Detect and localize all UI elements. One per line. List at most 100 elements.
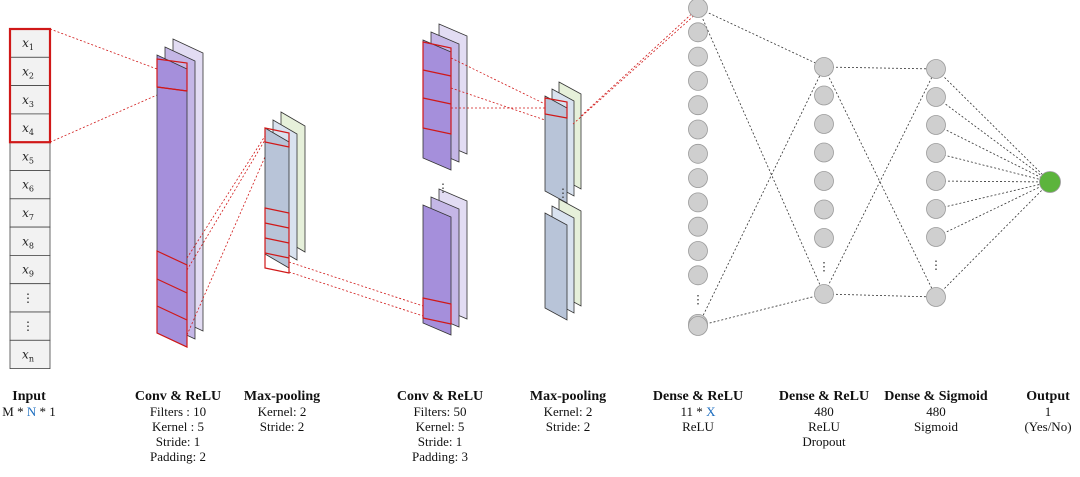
dense2-node-7 <box>814 228 834 248</box>
dense1-connector-1 <box>580 7 699 117</box>
input-cell-label-4: x4 <box>22 121 34 137</box>
caption-conv1-filters: Filters : 10 <box>149 404 207 419</box>
dense3-node-5 <box>926 171 946 191</box>
pool2-connector-2 <box>450 87 546 121</box>
dense2-node-3 <box>814 114 834 134</box>
dense3-output-edge-5 <box>935 180 1051 183</box>
conv2-window-top <box>422 41 452 135</box>
dense2-node-5 <box>814 171 834 191</box>
pool1-window-bottom-split-1 <box>264 222 290 229</box>
input-cell-label-5: x5 <box>22 149 34 165</box>
input-cell-label-7: x7 <box>22 206 34 222</box>
conv1-connector-bottom <box>49 94 158 143</box>
caption-pool1-title: Max-pooling <box>243 389 321 404</box>
pool1-window-top <box>264 127 290 148</box>
caption-pool2: Max-pooling Kernel: 2 Stride: 2 <box>520 389 616 434</box>
dense2-node-1 <box>814 57 834 77</box>
dense2-node-9 <box>814 284 834 304</box>
caption-input-shape: M * N * 1 <box>2 404 56 419</box>
dense1-node-7 <box>688 143 708 164</box>
dense1-node-11 <box>688 241 708 261</box>
pool2-window <box>544 97 568 119</box>
caption-output-title: Output <box>1026 389 1070 404</box>
input-cell-label-9: x9 <box>22 263 34 279</box>
dense3-node-4 <box>926 143 946 163</box>
input-receptive-window <box>8 27 52 144</box>
conv2-connector-1 <box>288 261 424 307</box>
conv2-window-top-split-2 <box>422 97 452 105</box>
caption-dense1: Dense & ReLU 11 * X ReLU <box>646 389 750 434</box>
input-cell-8 <box>9 226 51 256</box>
conv1-window-bottom-split-2 <box>156 305 188 321</box>
dense1-dense2-edge-1-0 <box>697 66 825 327</box>
dense3-node-3 <box>926 115 946 135</box>
dense1-node-15 <box>688 316 708 336</box>
dense3-node-9 <box>926 287 946 307</box>
input-cell-11 <box>9 311 51 341</box>
dense1-ellipsis: ⋮ <box>692 293 704 307</box>
caption-pool1: Max-pooling Kernel: 2 Stride: 2 <box>234 389 330 434</box>
caption-output: Output 1 (Yes/No) <box>1016 389 1080 434</box>
dense2-node-6 <box>814 199 834 220</box>
input-cell-12 <box>9 339 51 369</box>
caption-dense1-title: Dense & ReLU <box>652 389 744 404</box>
caption-conv1: Conv & ReLU Filters : 10 Kernel : 5 Stri… <box>128 389 228 464</box>
dense3-output-edge-4 <box>935 152 1051 183</box>
dense3-node-7 <box>926 227 946 247</box>
dense1-node-8 <box>688 168 708 189</box>
caption-output-classes: (Yes/No) <box>1024 419 1072 434</box>
input-cell-5 <box>9 141 51 171</box>
pool1-connector-3 <box>186 139 266 271</box>
caption-dense1-activation: ReLU <box>682 419 714 434</box>
caption-dense2-units: 480 <box>814 404 834 419</box>
dense2-node-2 <box>814 85 834 106</box>
dense3-output-edge-3 <box>935 124 1051 183</box>
caption-dense2: Dense & ReLU 480 ReLU Dropout <box>772 389 876 449</box>
caption-input-title: Input <box>12 389 46 404</box>
dense1-node-5 <box>688 95 708 116</box>
caption-conv1-stride: Stride: 1 <box>155 434 201 449</box>
pool2-feature-map-bottom-sheet-1 <box>544 212 568 321</box>
caption-dense3-title: Dense & Sigmoid <box>884 389 988 404</box>
dense3-node-6 <box>926 199 946 219</box>
conv1-feature-map-sheet-1 <box>156 54 188 348</box>
pool2-ellipsis: ⋮ <box>557 186 569 200</box>
input-cell-label-3: x3 <box>22 93 34 109</box>
input-cell-label-8: x8 <box>22 234 34 250</box>
dense1-node-12 <box>688 265 708 286</box>
dense1-dense2-edge-1-1 <box>697 293 825 327</box>
caption-conv2-title: Conv & ReLU <box>396 389 484 404</box>
dense1-node-2 <box>688 22 708 43</box>
caption-pool1-stride: Stride: 2 <box>259 419 305 434</box>
dense1-connector-2 <box>572 11 699 125</box>
pool1-window-bottom-split-2 <box>264 237 290 244</box>
conv2-connector-2 <box>288 271 424 317</box>
caption-pool2-title: Max-pooling <box>529 389 607 404</box>
dense1-node-6 <box>688 119 708 140</box>
dense3-node-1 <box>926 59 946 79</box>
input-cell-9 <box>9 254 51 285</box>
caption-pool2-stride: Stride: 2 <box>545 419 591 434</box>
caption-conv2-filters: Filters: 50 <box>413 404 467 419</box>
conv1-window-bottom <box>156 250 188 348</box>
caption-dense3: Dense & Sigmoid 480 Sigmoid <box>880 389 992 434</box>
input-cell-label-1: x1 <box>22 36 34 52</box>
caption-dense2-activation: ReLU <box>808 419 840 434</box>
dense3-output-edge-7 <box>935 181 1051 238</box>
caption-dense1-units: 11 * X <box>680 404 716 419</box>
input-cell-10 <box>9 283 51 313</box>
dense3-output-edge-8 <box>935 181 1051 298</box>
dense1-node-9 <box>688 192 708 213</box>
pool2-connector-1 <box>450 57 546 105</box>
input-cell-label-12: xn <box>22 347 34 363</box>
conv1-window-top-split <box>156 86 188 92</box>
caption-input: Input M * N * 1 <box>0 389 58 419</box>
caption-conv2-padding: Padding: 3 <box>412 449 468 464</box>
caption-pool2-kernel: Kernel: 2 <box>543 404 593 419</box>
conv1-window-bottom-split-1 <box>156 278 188 294</box>
input-cell-label-11: ⋮ <box>22 319 34 333</box>
conv2-window-top-split-1 <box>422 69 452 77</box>
output-node <box>1039 171 1061 193</box>
input-cell-label-6: x6 <box>22 178 34 194</box>
caption-conv1-padding: Padding: 2 <box>150 449 206 464</box>
